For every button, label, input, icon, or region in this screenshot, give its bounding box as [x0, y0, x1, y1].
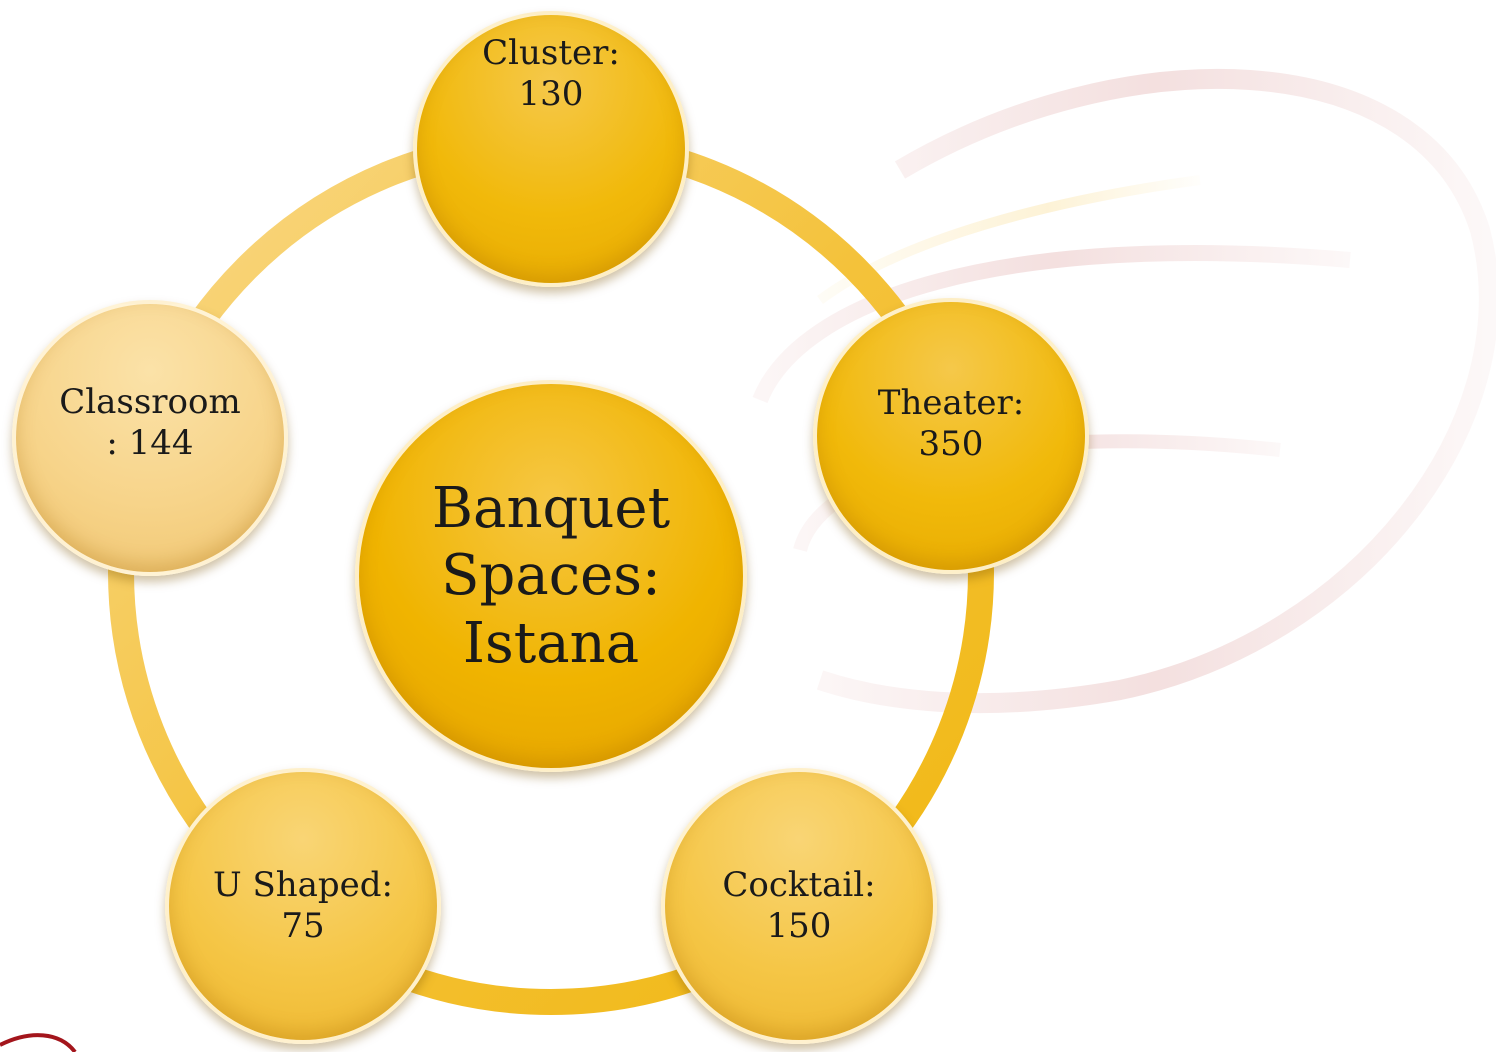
node-cocktail: Cocktail: 150 [661, 768, 937, 1044]
node-cocktail-label: Cocktail: 150 [722, 865, 876, 946]
center-node-label: Banquet Spaces: Istana [431, 476, 671, 676]
node-classroom-label: Classroom : 144 [59, 382, 241, 463]
node-theater: Theater: 350 [813, 298, 1089, 574]
node-cluster-label: Cluster: 130 [482, 33, 620, 114]
node-classroom: Classroom : 144 [12, 300, 288, 576]
node-cluster: Cluster: 130 [413, 11, 689, 287]
node-u-shaped-label: U Shaped: 75 [212, 865, 394, 946]
node-theater-label: Theater: 350 [877, 382, 1025, 464]
center-node: Banquet Spaces: Istana [355, 380, 747, 772]
node-u-shaped: U Shaped: 75 [165, 768, 441, 1044]
